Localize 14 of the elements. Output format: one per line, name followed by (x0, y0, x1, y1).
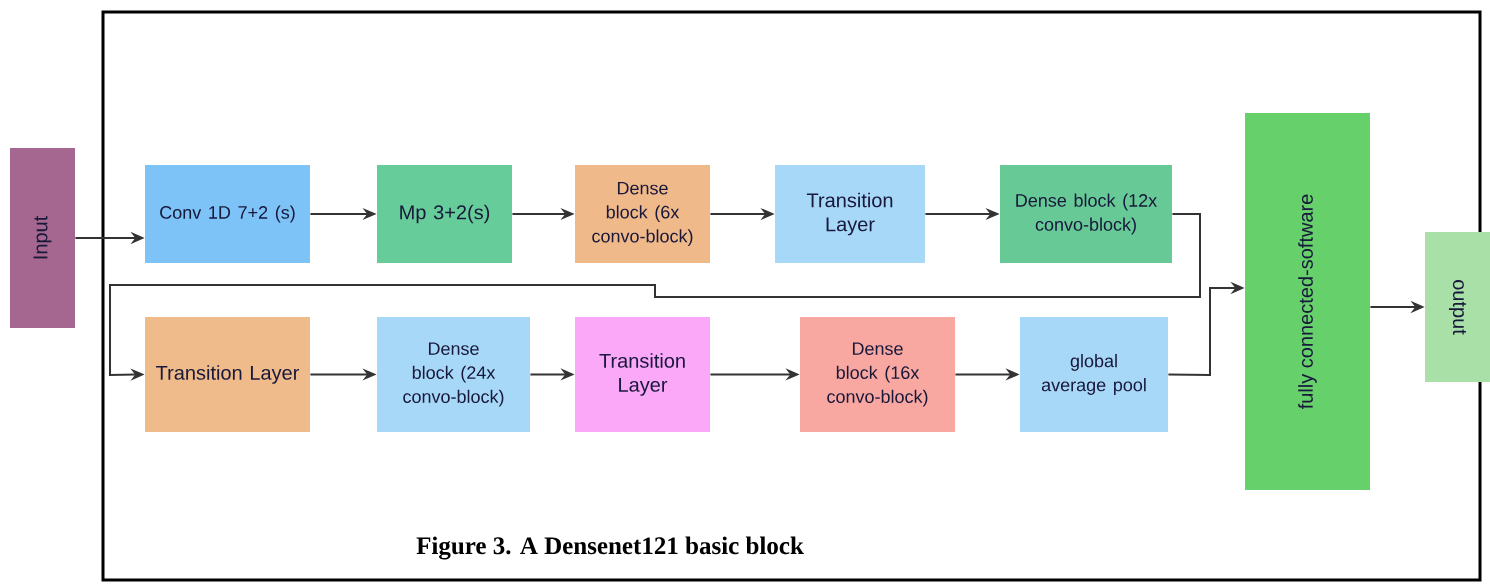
process-box: Dense block (16x convo-block) (800, 317, 955, 432)
process-box: Dense block (12x convo-block) (1000, 165, 1172, 263)
output-layer-box: fully connected-software (1245, 113, 1370, 490)
process-box: Dense block (6x convo-block) (575, 165, 710, 263)
process-box: Conv 1D 7+2 (s) (145, 165, 310, 263)
process-box: global average pool (1020, 317, 1168, 432)
process-box: Transition Layer (575, 317, 710, 432)
process-box: Transition Layer (775, 165, 925, 263)
output-box: output (1425, 232, 1490, 382)
process-box: Dense block (24x convo-block) (377, 317, 530, 432)
process-box: Mp 3+2(s) (377, 165, 512, 263)
input-box: Input (10, 148, 75, 328)
process-box: Transition Layer (145, 317, 310, 432)
caption: Figure 3. A Densenet121 basic block (416, 536, 804, 560)
